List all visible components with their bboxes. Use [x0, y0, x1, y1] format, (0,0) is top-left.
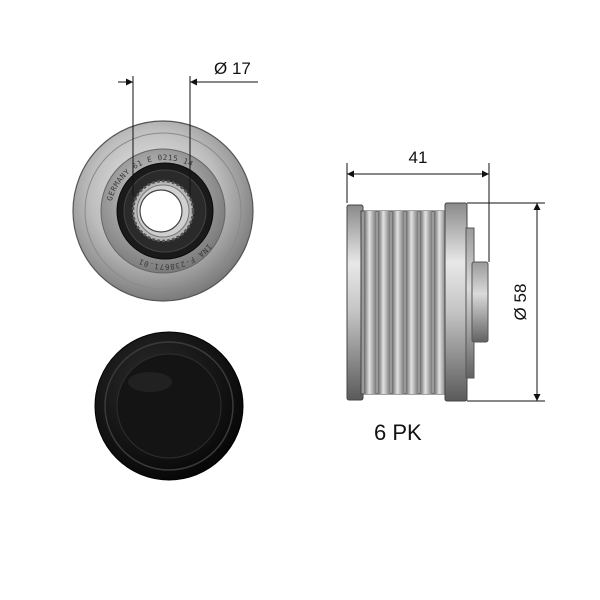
outer-diameter-dimension: Ø 58: [467, 202, 545, 402]
width-label: 41: [409, 148, 428, 167]
pulley-side-view: [346, 202, 489, 402]
bore-diameter-label: Ø 17: [214, 59, 251, 78]
belt-profile-label: 6 PK: [374, 420, 422, 445]
shaft-stub: [471, 261, 489, 343]
bore-dimension: Ø 17: [118, 59, 258, 196]
outer-diameter-label: Ø 58: [511, 284, 530, 321]
width-dimension: 41: [346, 148, 490, 262]
end-cap-view: [94, 331, 244, 481]
bore-hole: [139, 189, 183, 233]
ribbed-belt-section: [360, 210, 448, 395]
pulley-front-view: GERMANY 61 E 0215 14 INA F-238671.01: [72, 120, 254, 302]
